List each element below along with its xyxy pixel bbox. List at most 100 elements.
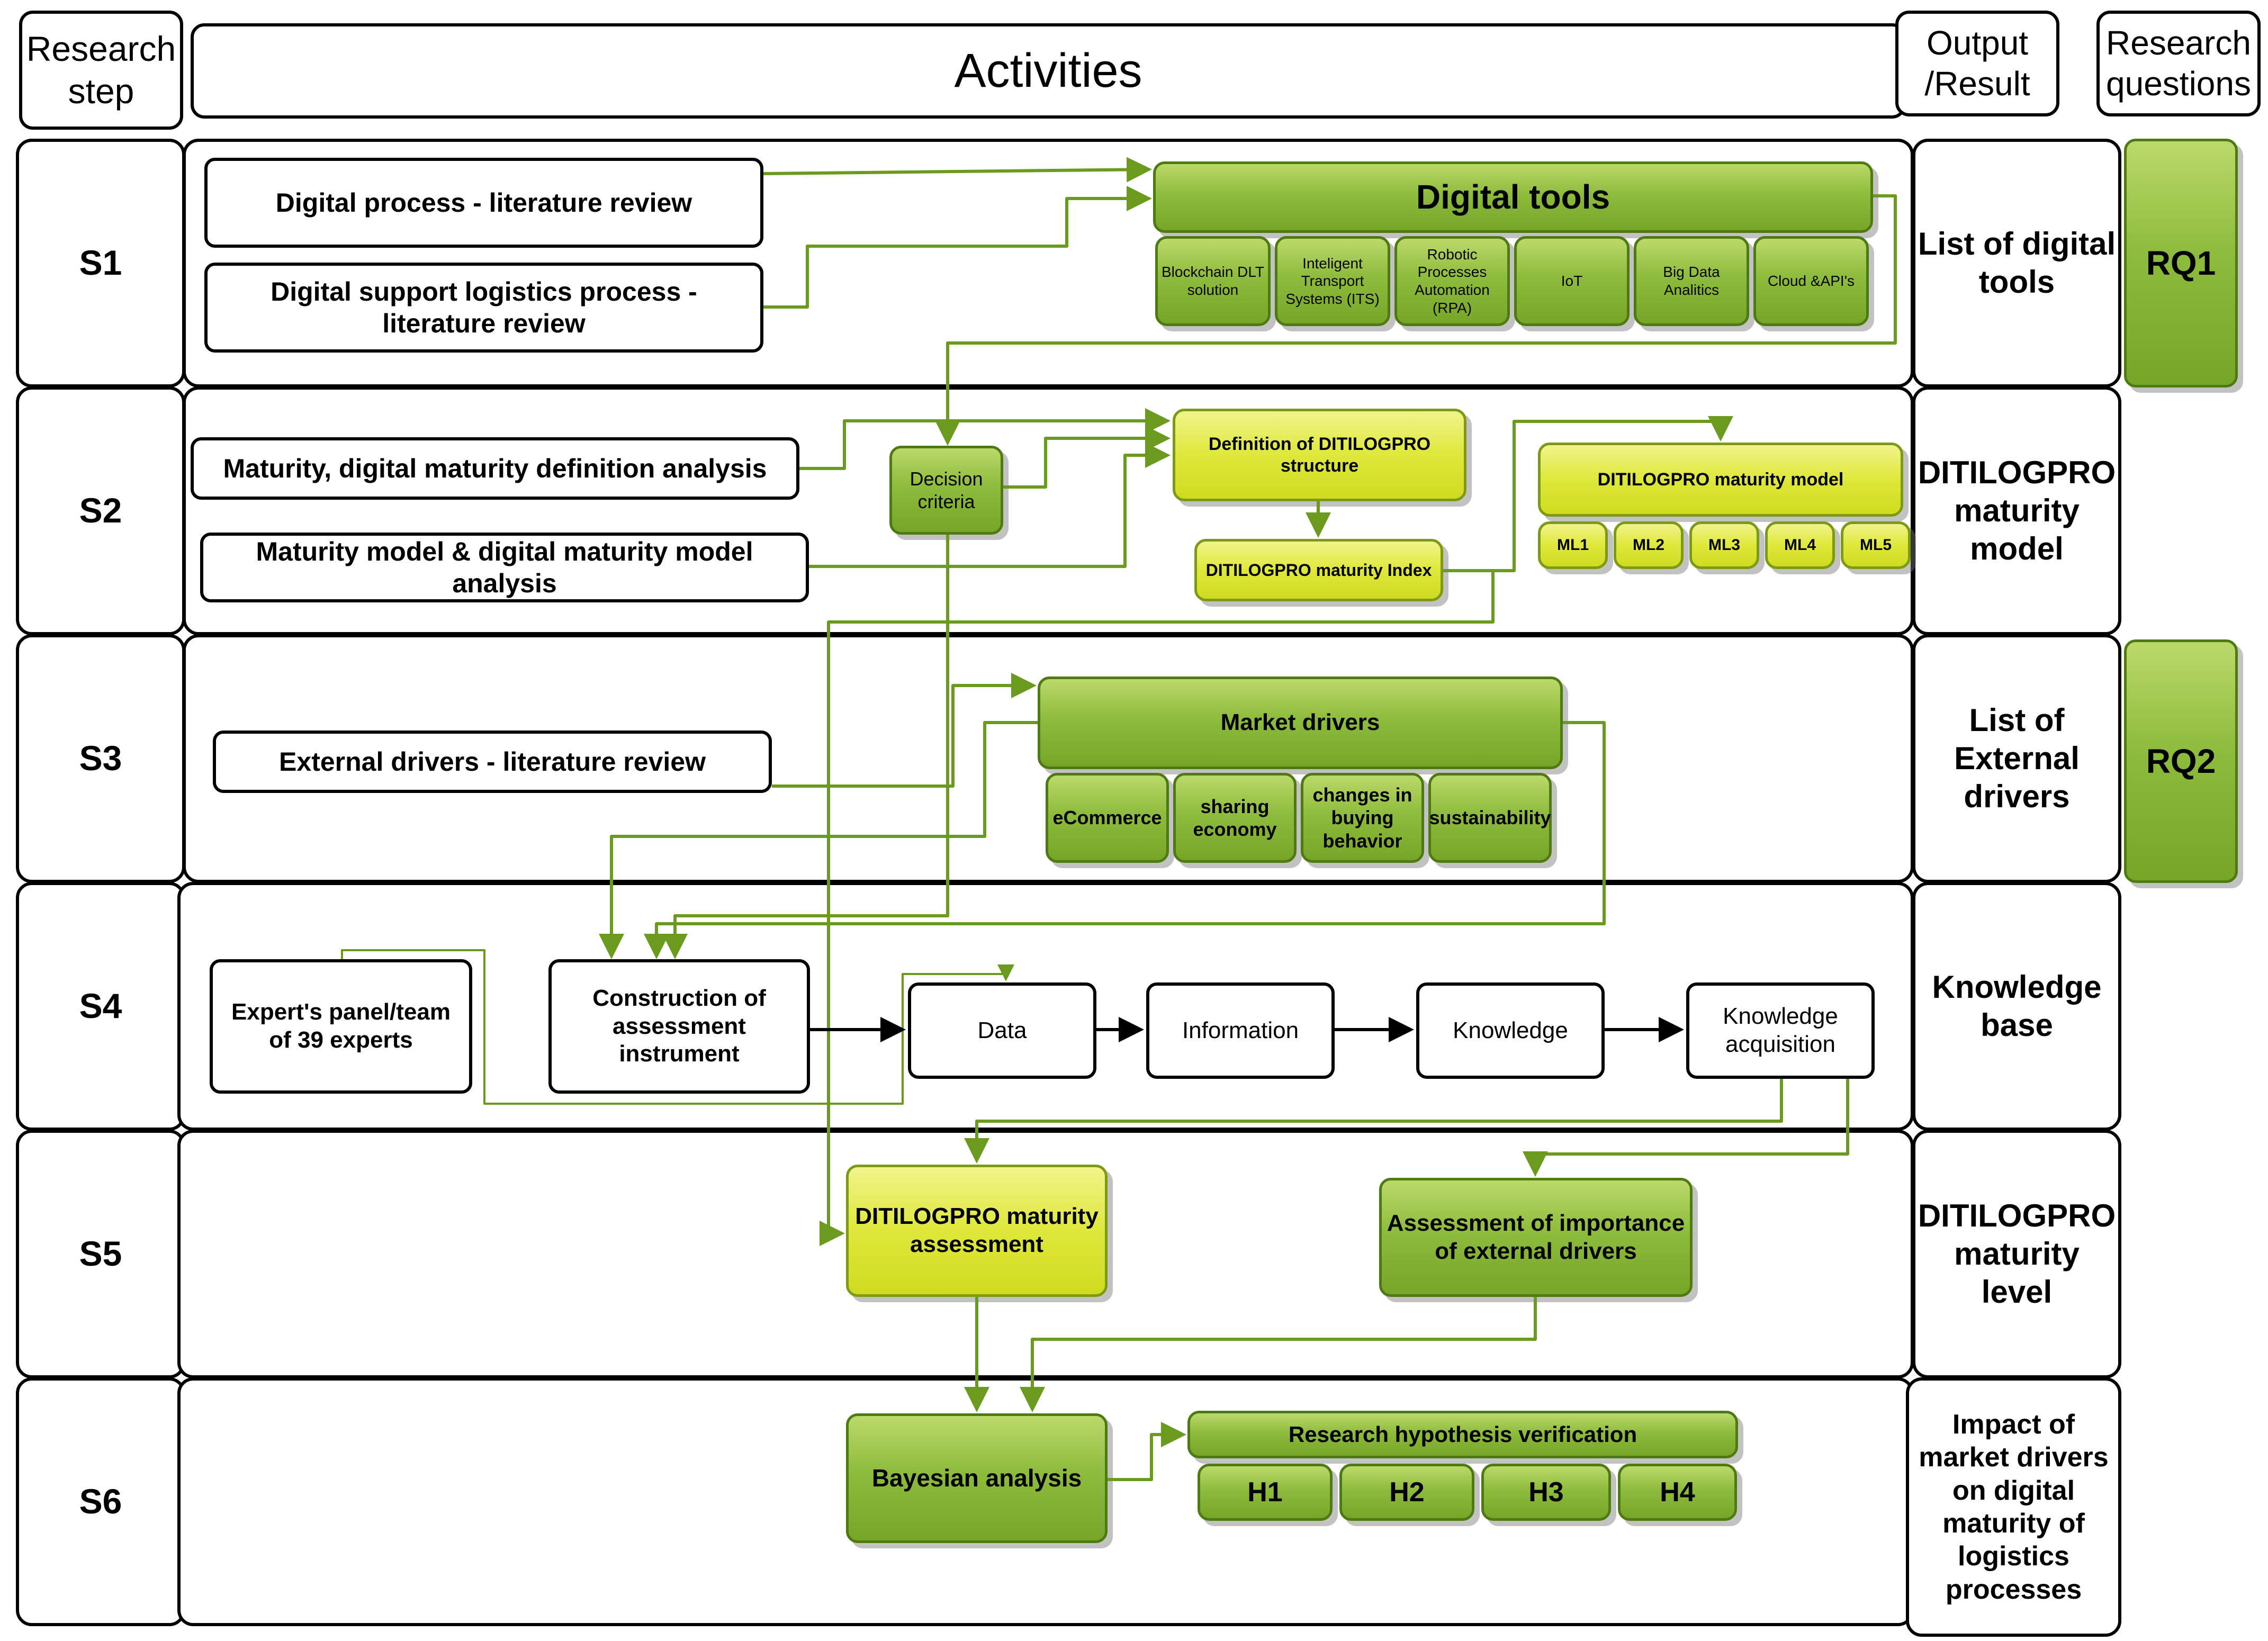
connector-review2-to-tools — [763, 186, 1152, 309]
information-text: Information — [1182, 1017, 1299, 1043]
step-s6-text: S6 — [79, 1482, 122, 1521]
data-text: Data — [977, 1017, 1027, 1043]
importance-assessment-text: Assessment of importance of external dri… — [1387, 1210, 1685, 1264]
connector-review-to-market — [772, 673, 1037, 788]
driver-buying-behavior-text: changes in buying behavior — [1312, 784, 1412, 852]
rq2-text: RQ2 — [2146, 742, 2216, 780]
rq1-box: RQ1 — [2124, 139, 2238, 387]
construction-instrument-text: Construction of assessment instrument — [592, 985, 766, 1067]
expert-panel-text: Expert's panel/team of 39 experts — [231, 999, 451, 1053]
h2-text: H2 — [1389, 1476, 1425, 1508]
connector-acquisition-to-assessment — [964, 1079, 1783, 1164]
step-s2-text: S2 — [79, 491, 122, 530]
connector-index-to-model — [1443, 416, 1733, 572]
header-output-result: Output /Result — [1895, 11, 2059, 116]
tool-rpa-text: Robotic Processes Automation (RPA) — [1415, 246, 1490, 316]
tool-its-text: Inteligent Transport Systems (ITS) — [1285, 255, 1380, 307]
header-research-questions-label: Research questions — [2106, 24, 2251, 103]
digital-tools-text: Digital tools — [1416, 178, 1610, 217]
ml4-text: ML4 — [1784, 536, 1816, 554]
data-box: Data — [908, 982, 1096, 1079]
output-s6-text: Impact of market drivers on digital matu… — [1919, 1409, 2109, 1605]
hypothesis-verification-text: Research hypothesis verification — [1288, 1421, 1637, 1447]
step-s4-text: S4 — [79, 986, 122, 1026]
hypothesis-h4: H4 — [1618, 1464, 1737, 1521]
maturity-model-analysis-box: Maturity model & digital maturity model … — [200, 533, 809, 602]
digital-process-review-box: Digital process - literature review — [204, 158, 763, 248]
maturity-level-2: ML2 — [1614, 521, 1684, 569]
tool-its: Inteligent Transport Systems (ITS) — [1275, 236, 1390, 326]
ditilogpro-index-box: DITILOGPRO maturity Index — [1194, 539, 1443, 601]
maturity-level-4: ML4 — [1765, 521, 1835, 569]
step-s1-text: S1 — [79, 243, 122, 283]
step-s5-text: S5 — [79, 1234, 122, 1274]
header-activities-label: Activities — [954, 44, 1142, 97]
step-label-s3: S3 — [16, 634, 185, 883]
maturity-assessment-text: DITILOGPRO maturity assessment — [855, 1203, 1099, 1257]
tool-cloud-api: Cloud &API's — [1753, 236, 1869, 326]
connector-tools-to-decision — [935, 194, 1897, 446]
driver-ecommerce: eCommerce — [1046, 773, 1169, 863]
connector-decision-to-construction — [662, 535, 949, 959]
connector-analysis-to-structure — [809, 443, 1171, 568]
driver-buying-behavior: changes in buying behavior — [1301, 773, 1424, 863]
output-s5-text: DITILOGPRO maturity level — [1918, 1198, 2116, 1310]
output-s2: DITILOGPRO maturity model — [1912, 386, 2121, 635]
knowledge-acquisition-text: Knowledge acquisition — [1723, 1003, 1838, 1057]
header-research-step: Research step — [19, 11, 183, 130]
digital-support-logistics-review-box: Digital support logistics process - lite… — [204, 263, 763, 353]
external-drivers-review-text: External drivers - literature review — [279, 747, 706, 777]
connector-decision-to-structure — [1003, 426, 1171, 489]
ml1-text: ML1 — [1557, 536, 1589, 554]
h3-text: H3 — [1528, 1476, 1564, 1508]
bayesian-analysis-text: Bayesian analysis — [871, 1464, 1082, 1492]
maturity-level-3: ML3 — [1689, 521, 1759, 569]
connector-market-to-construction — [599, 721, 1038, 959]
ml2-text: ML2 — [1633, 536, 1664, 554]
information-box: Information — [1146, 982, 1335, 1079]
maturity-definition-box: Maturity, digital maturity definition an… — [191, 437, 799, 500]
driver-sharing-economy: sharing economy — [1173, 773, 1297, 863]
connector-review1-to-tools — [763, 157, 1152, 183]
driver-sustainability: sustainability — [1428, 773, 1552, 863]
hypothesis-h1: H1 — [1198, 1464, 1333, 1521]
driver-sustainability-text: sustainability — [1429, 807, 1551, 829]
tool-iot-text: IoT — [1561, 273, 1583, 290]
construction-instrument-box: Construction of assessment instrument — [548, 959, 810, 1094]
rq1-text: RQ1 — [2146, 244, 2216, 282]
header-output-result-label: Output /Result — [1924, 24, 2030, 103]
output-s2-text: DITILOGPRO maturity model — [1918, 455, 2116, 566]
step-label-s1: S1 — [16, 139, 185, 387]
tool-rpa: Robotic Processes Automation (RPA) — [1394, 236, 1510, 326]
connector-acquisition-to-importance — [1523, 1079, 1849, 1177]
driver-sharing-economy-text: sharing economy — [1193, 795, 1277, 840]
output-s1-text: List of digital tools — [1918, 226, 2116, 300]
tool-blockchain-text: Blockchain DLT solution — [1161, 264, 1264, 298]
ditilogpro-model-box: DITILOGPRO maturity model — [1538, 443, 1903, 517]
output-s1: List of digital tools — [1912, 139, 2121, 387]
h1-text: H1 — [1247, 1476, 1283, 1508]
step-s3-text: S3 — [79, 738, 122, 778]
market-drivers-text: Market drivers — [1220, 709, 1380, 736]
ditilogpro-structure-box: Definition of DITILOGPRO structure — [1173, 409, 1466, 501]
hypothesis-verification-box: Research hypothesis verification — [1187, 1411, 1738, 1458]
connector-bayesian-to-hypothesis — [1108, 1422, 1186, 1481]
ditilogpro-structure-text: Definition of DITILOGPRO structure — [1208, 434, 1431, 476]
maturity-definition-text: Maturity, digital maturity definition an… — [223, 454, 767, 483]
output-s5: DITILOGPRO maturity level — [1912, 1130, 2121, 1378]
digital-process-review-text: Digital process - literature review — [275, 188, 692, 218]
digital-support-logistics-review-text: Digital support logistics process - lite… — [271, 277, 697, 338]
output-s3-text: List of External drivers — [1954, 702, 2080, 814]
hypothesis-h3: H3 — [1481, 1464, 1611, 1521]
knowledge-box: Knowledge — [1416, 982, 1605, 1079]
ditilogpro-index-text: DITILOGPRO maturity Index — [1205, 560, 1432, 580]
maturity-level-1: ML1 — [1538, 521, 1608, 569]
knowledge-acquisition-box: Knowledge acquisition — [1686, 982, 1875, 1079]
digital-tools-box: Digital tools — [1153, 161, 1873, 233]
maturity-model-analysis-text: Maturity model & digital maturity model … — [256, 537, 753, 598]
external-drivers-review-box: External drivers - literature review — [213, 731, 772, 793]
importance-assessment-box: Assessment of importance of external dri… — [1379, 1178, 1693, 1297]
maturity-assessment-box: DITILOGPRO maturity assessment — [846, 1165, 1108, 1297]
